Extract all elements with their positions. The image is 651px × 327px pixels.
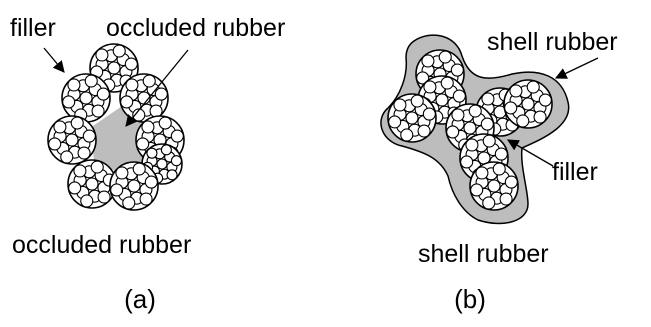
filler-particle — [61, 151, 73, 163]
filler-particle — [142, 121, 154, 133]
filler-particle — [447, 126, 459, 138]
filler-label-b: filler — [552, 158, 598, 186]
filler-particle — [85, 75, 97, 87]
filler-particle — [411, 95, 423, 107]
occluded-rubber-caption: occluded rubber — [12, 231, 191, 259]
filler-particle — [469, 105, 481, 117]
caption-b: (b) — [454, 284, 486, 314]
filler-particle — [394, 99, 406, 111]
shell-rubber-arrow — [556, 58, 598, 78]
filler-particle — [83, 130, 95, 142]
filler-particle — [534, 111, 546, 123]
filler-particle — [466, 139, 478, 151]
filler-particle — [140, 193, 152, 205]
panel-b: shell rubber filler shell rubber (b) — [381, 28, 618, 314]
filler-particle — [161, 145, 171, 155]
filler-particle — [505, 176, 517, 188]
filler-particle — [453, 90, 465, 102]
filler-particle — [517, 115, 529, 127]
filler-particle — [74, 165, 86, 177]
filler-particle — [91, 161, 103, 173]
shell-rubber-label-top: shell rubber — [487, 28, 618, 56]
filler-particle — [500, 193, 512, 205]
filler-particle — [389, 116, 401, 128]
filler-particle — [418, 125, 430, 137]
filler-particle — [71, 117, 83, 129]
filler-particle — [49, 138, 61, 150]
filler-particle — [54, 121, 66, 133]
filler-particle — [97, 88, 109, 100]
filler-particle — [113, 45, 125, 57]
filler-particle — [123, 197, 135, 209]
filler-particle — [422, 55, 434, 67]
filler-particle — [68, 79, 80, 91]
filler-particle — [125, 58, 137, 70]
filler-particle — [452, 109, 464, 121]
filler-particle — [171, 130, 183, 142]
filler-particle — [167, 170, 177, 180]
filler-particle — [441, 77, 453, 89]
shell-rubber-caption: shell rubber — [418, 240, 549, 268]
filler-particle — [171, 156, 181, 166]
filler-particle — [483, 197, 495, 209]
occluded-rubber-label-top: occluded rubber — [106, 14, 285, 42]
caption-a: (a) — [124, 284, 156, 314]
filler-particle — [137, 138, 149, 150]
filler-particle — [481, 118, 493, 130]
filler-particle — [510, 85, 522, 97]
filler-particle — [111, 184, 123, 196]
filler-particle — [145, 176, 157, 188]
filler-particle — [143, 75, 155, 87]
filler-label-a: filler — [10, 14, 56, 42]
filler-particle — [505, 102, 517, 114]
filler-particle — [155, 88, 167, 100]
filler-particle — [493, 163, 505, 175]
filler-particle — [423, 108, 435, 120]
filler-particle — [461, 156, 473, 168]
filler-particle — [424, 81, 436, 93]
filler-particle — [133, 163, 145, 175]
filler-particle — [116, 167, 128, 179]
filler-particle — [495, 148, 507, 160]
filler-particle — [126, 79, 138, 91]
filler-particle — [471, 184, 483, 196]
filler-particle — [92, 105, 104, 117]
filler-particle — [63, 96, 75, 108]
filler-particle — [539, 94, 551, 106]
filler-particle — [147, 148, 157, 158]
filler-particle — [96, 49, 108, 61]
filler-particle — [121, 96, 133, 108]
filler-particle — [483, 135, 495, 147]
filler-particle — [476, 167, 488, 179]
filler-particle — [482, 93, 494, 105]
filler-particle — [69, 182, 81, 194]
filler-particle — [98, 191, 110, 203]
filler-particle — [81, 195, 93, 207]
filler-particle — [78, 147, 90, 159]
panel-a: filler occluded rubber occluded rubber (… — [10, 14, 285, 314]
filler-arrow-a — [44, 48, 64, 72]
filler-particle — [159, 117, 171, 129]
filler-particle — [527, 81, 539, 93]
filler-particle — [439, 51, 451, 63]
filler-particle — [451, 64, 463, 76]
filler-particle — [401, 129, 413, 141]
